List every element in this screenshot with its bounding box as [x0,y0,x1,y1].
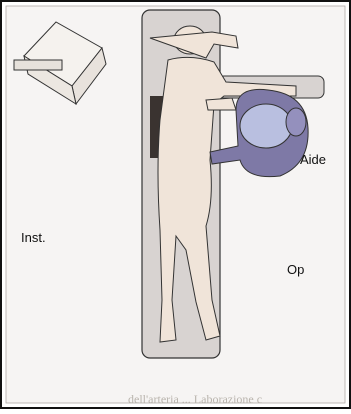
watermark-caption: dell'arteria ... Laborazione c [128,392,262,407]
instrument-nurse-label: Inst. [21,230,46,245]
operator-label: Op [287,262,304,277]
aide-label: Aide [300,152,326,167]
